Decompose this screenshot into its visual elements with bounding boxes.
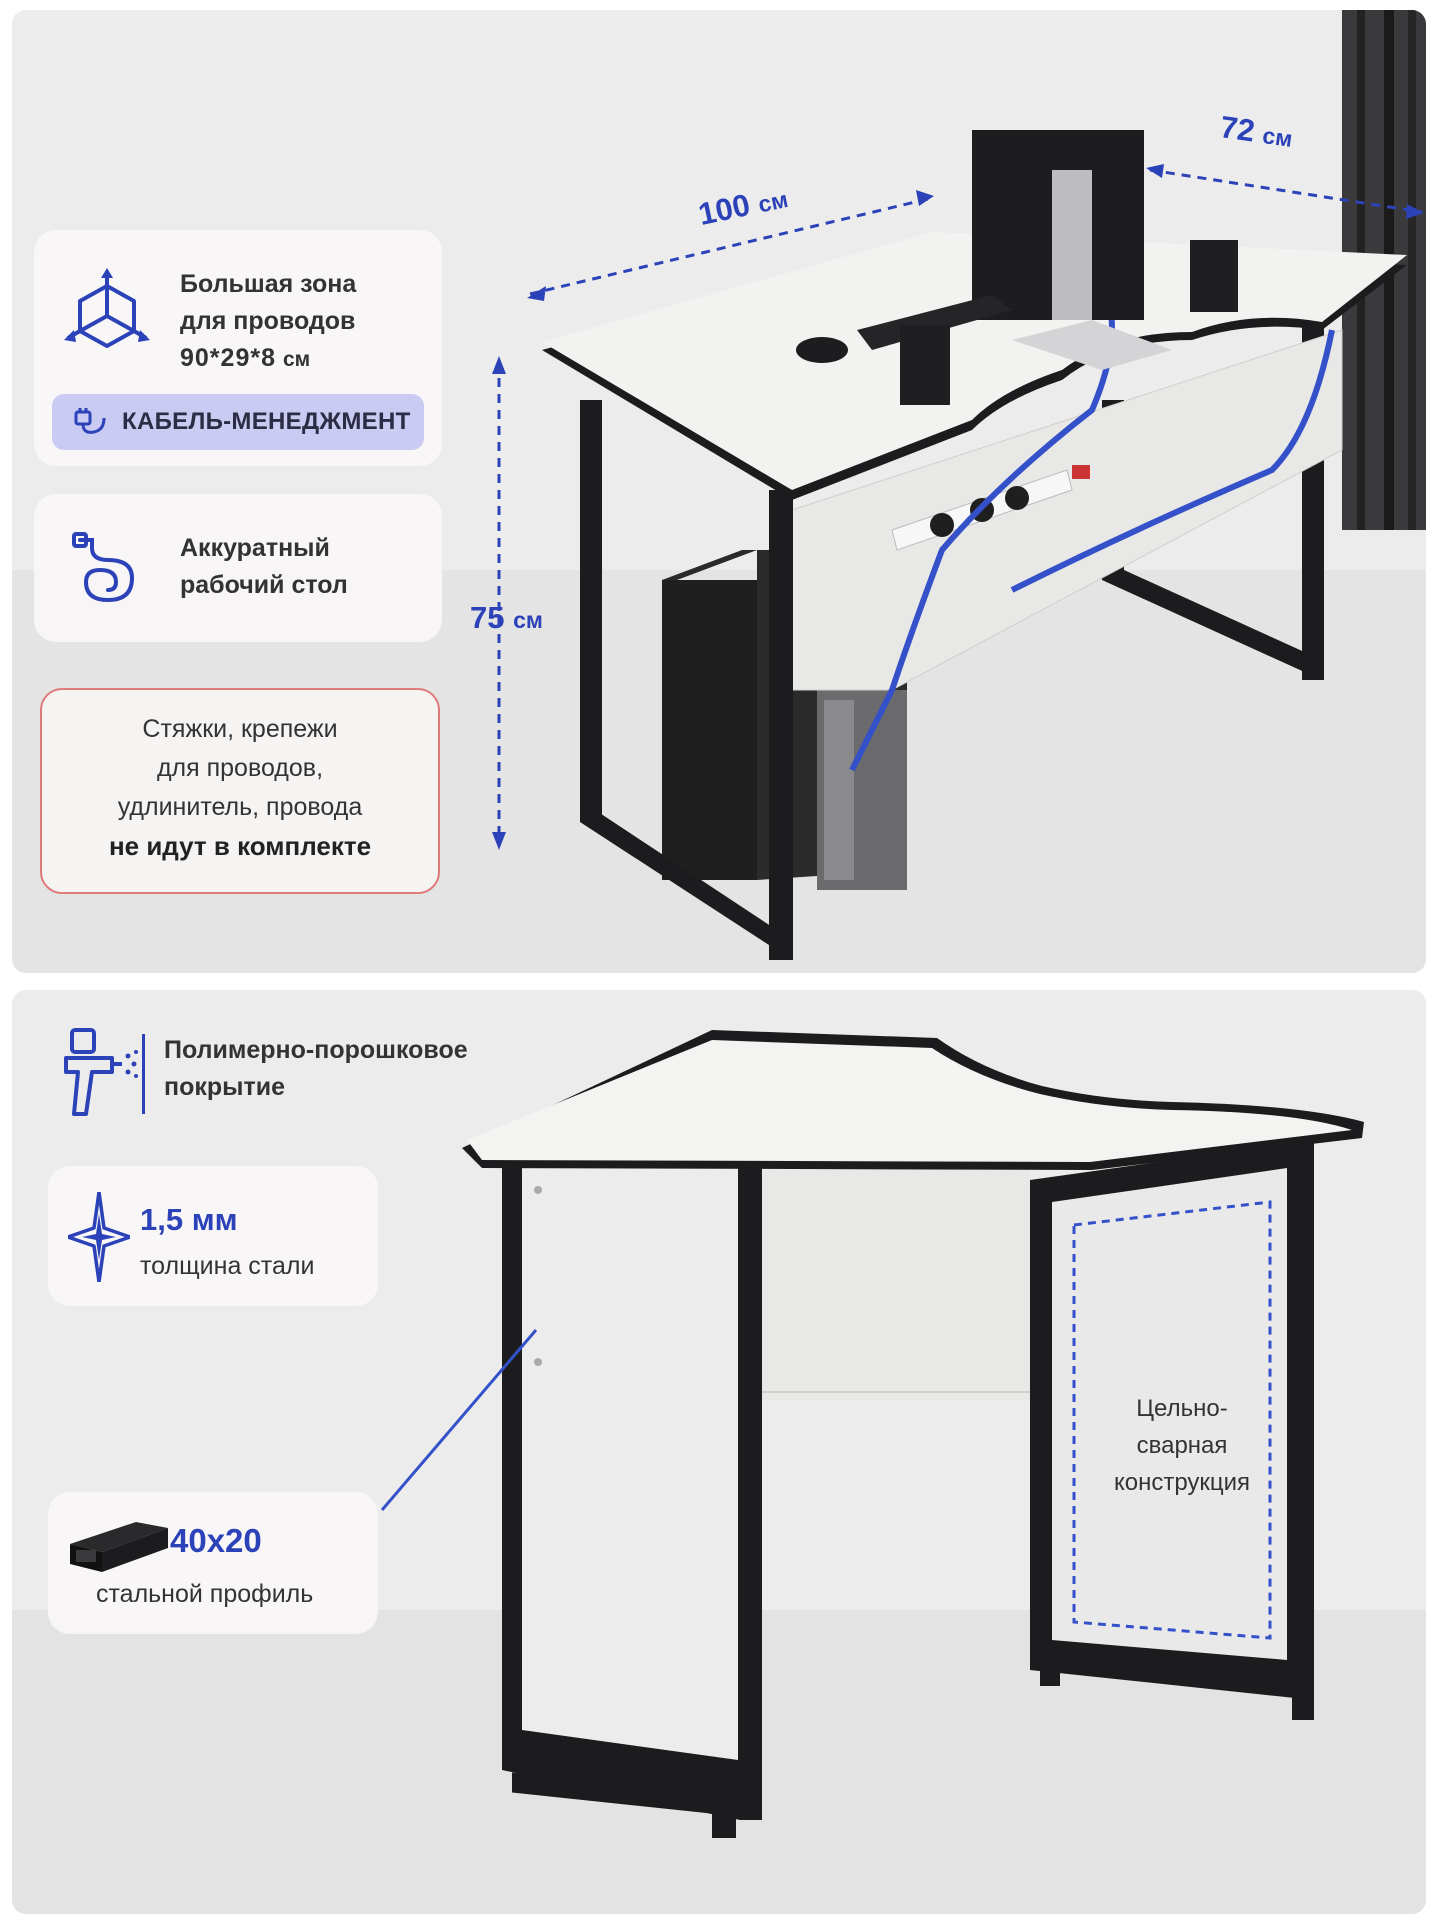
- notice-line4: не идут в комплекте: [108, 831, 372, 861]
- welded-construction-label: Цельно- сварная конструкция: [1092, 1390, 1272, 1501]
- coating-line2: покрытие: [164, 1073, 286, 1101]
- steel-profile-card: 40x20 стальной профиль: [48, 1492, 378, 1634]
- notice-line2: для проводов,: [156, 754, 324, 782]
- left-leg-frame: [502, 1064, 762, 1838]
- spray-gun-icon: [64, 1028, 138, 1116]
- steel-thickness-value: 1,5 мм: [140, 1202, 238, 1237]
- monitor: [972, 130, 1172, 370]
- cable-plug-icon: [74, 408, 106, 434]
- wires-line2: для проводов: [180, 307, 356, 335]
- notice-line3: удлинитель, провода: [117, 793, 363, 821]
- wires-line1: Большая зона: [180, 270, 357, 298]
- notice-line1: Стяжки, крепежи: [142, 715, 338, 743]
- height-unit: см: [513, 607, 543, 633]
- mouse: [796, 337, 848, 363]
- wires-size-unit: см: [282, 348, 311, 371]
- coating-line1: Полимерно-порошковое: [164, 1036, 468, 1064]
- depth-unit: см: [1260, 122, 1295, 152]
- neat-desk-card: Аккуратный рабочий стол: [34, 494, 442, 642]
- wires-size-value: 90*29*8: [180, 344, 276, 372]
- neat-desk-line2: рабочий стол: [180, 571, 348, 599]
- steel-profile-value: 40x20: [170, 1522, 262, 1559]
- desk-setup-illustration: [12, 10, 1426, 973]
- profile-pointer-line: [380, 1329, 538, 1511]
- speaker-left: [900, 325, 950, 405]
- height-value: 75: [470, 600, 505, 635]
- not-included-notice: Стяжки, крепежи для проводов, удлинитель…: [40, 688, 440, 894]
- right-leg-frame: [1030, 1140, 1314, 1720]
- weld-outline: [1072, 1200, 1272, 1640]
- height-dimension: 75 см: [470, 600, 543, 636]
- desk-top-bottom: [462, 1030, 1364, 1170]
- wires-size: 90*29*8 см: [180, 340, 356, 378]
- coating-divider: [142, 1034, 145, 1114]
- keyboard: [857, 295, 1012, 350]
- welded-line2: сварная: [1136, 1432, 1228, 1459]
- cable-management-label: КАБЕЛЬ-МЕНЕДЖМЕНТ: [122, 408, 411, 435]
- steel-profile-label: стальной профиль: [96, 1580, 314, 1608]
- dimension-arrows: [497, 168, 1423, 842]
- star-burst-icon: [68, 1192, 130, 1282]
- cable-management-badge: КАБЕЛЬ-МЕНЕДЖМЕНТ: [52, 394, 424, 450]
- neat-desk-line1: Аккуратный: [180, 534, 330, 562]
- desk-frame-illustration: [12, 990, 1426, 1914]
- steel-thickness-label: толщина стали: [140, 1252, 315, 1280]
- steel-thickness-card: 1,5 мм толщина стали: [48, 1166, 378, 1306]
- depth-value: 72: [1217, 109, 1258, 149]
- welded-line1: Цельно-: [1136, 1395, 1228, 1422]
- arrow-heads: [492, 164, 1424, 850]
- steel-profile-icon: [70, 1522, 168, 1572]
- top-panel: 100 см 72 см 75 см Большая зона для пров…: [12, 10, 1426, 973]
- bottom-panel: Полимерно-порошковое покрытие 1,5 мм тол…: [12, 990, 1426, 1914]
- speaker-right: [1190, 240, 1238, 312]
- coiled-cable-icon: [72, 532, 135, 603]
- cube-3d-icon: [64, 268, 150, 348]
- width-unit: см: [755, 185, 791, 218]
- welded-line3: конструкция: [1113, 1469, 1251, 1496]
